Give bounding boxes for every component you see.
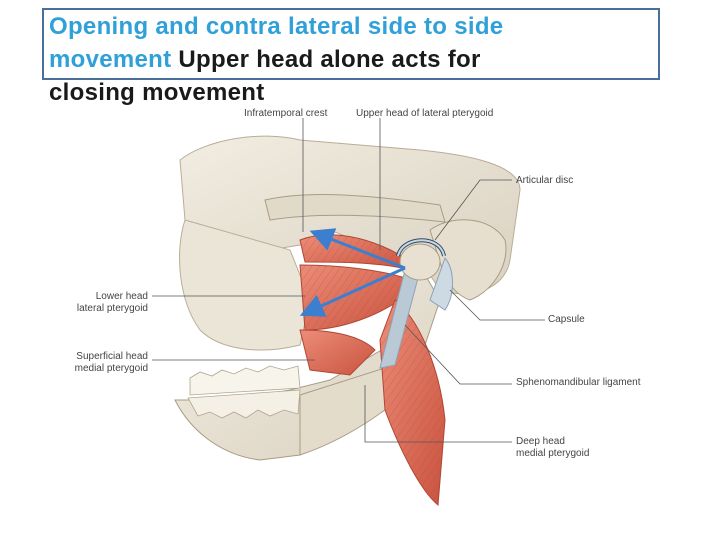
label-superficial-head-line2: medial pterygoid [74, 363, 148, 374]
title-part-closing: closing movement [49, 79, 265, 106]
teeth [187, 365, 301, 419]
condyle [399, 243, 441, 281]
label-articular-disc: Articular disc [516, 175, 574, 186]
leader-sphenomandibular-ligament [404, 324, 512, 385]
label-sphenomandibular-ligament: Sphenomandibular ligament [516, 377, 641, 388]
title-box [42, 8, 660, 80]
label-lower-head-line2: lateral pterygoid [76, 303, 148, 314]
label-infratemporal-crest: Infratemporal crest [244, 108, 328, 119]
label-capsule: Capsule [548, 314, 585, 325]
label-lower-head-line1: Lower head [95, 291, 148, 302]
leader-capsule [449, 289, 545, 321]
zygomatic-arch [264, 194, 446, 223]
leader-deep-head-medial-pterygoid [364, 385, 512, 443]
leader-lines [152, 118, 545, 443]
title-part-opening: Opening and contra lateral side to side [49, 13, 504, 40]
label-deep-head-line2: medial pterygoid [516, 448, 590, 459]
title-part-movement: movement [49, 46, 172, 73]
arrow-lower-head [299, 266, 406, 317]
label-superficial-head-line1: Superficial head [76, 351, 148, 362]
label-deep-head-line1: Deep head [516, 436, 565, 447]
slide-title: Opening and contra lateral side to side m… [49, 10, 649, 109]
title-part-upper-head: Upper head alone acts for [171, 46, 481, 73]
label-upper-head-lateral-pterygoid: Upper head of lateral pterygoid [356, 108, 494, 119]
arrow-upper-head [309, 228, 406, 270]
capsule [429, 257, 453, 311]
superficial-head-medial-pterygoid [299, 329, 376, 376]
leader-articular-disc [434, 179, 512, 241]
